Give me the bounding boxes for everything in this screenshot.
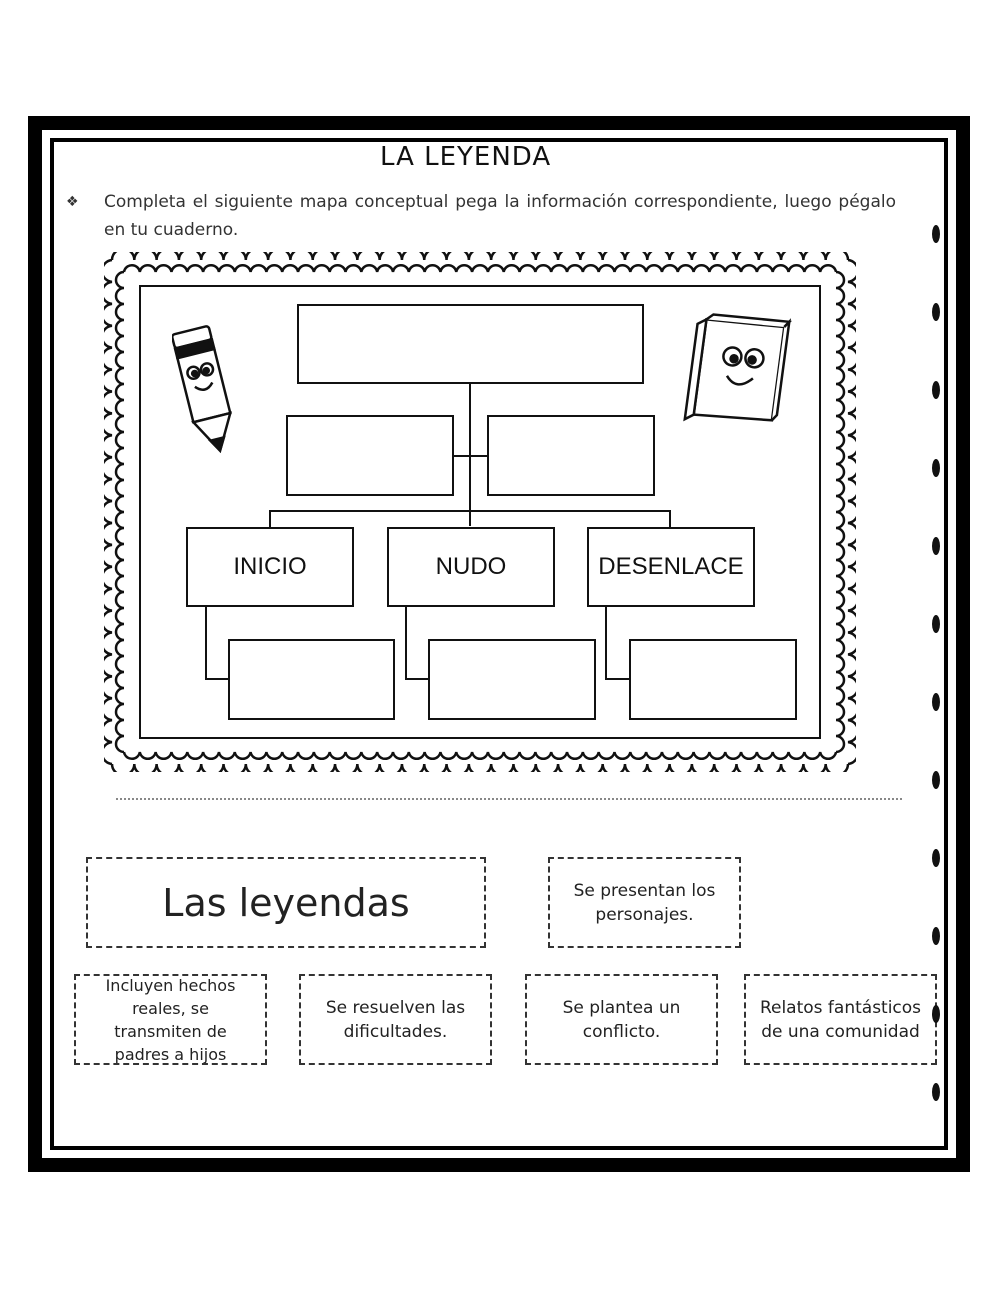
map-box-inicio: INICIO (186, 527, 354, 607)
connector-left-drop (269, 510, 271, 528)
binding-mark (932, 771, 940, 789)
map-box-middle-left[interactable] (286, 415, 454, 496)
map-box-desenlace-answer[interactable] (629, 639, 797, 720)
connector-inicio-sub-h (205, 678, 230, 680)
scalloped-frame (104, 252, 856, 772)
binding-mark (932, 225, 940, 243)
connector-nudo-sub (405, 606, 407, 680)
map-box-inicio-answer[interactable] (228, 639, 395, 720)
card-incluyen-hechos-reales[interactable]: Incluyen hechos reales, se transmiten de… (74, 974, 267, 1065)
binding-mark (932, 381, 940, 399)
book-character-icon (683, 313, 792, 422)
binding-mark (932, 303, 940, 321)
binding-mark (932, 537, 940, 555)
instructions: ❖ Completa el siguiente mapa conceptual … (66, 188, 896, 244)
connector-branch (269, 510, 671, 512)
card-se-plantea-conflicto[interactable]: Se plantea un conflicto. (525, 974, 718, 1065)
card-relatos-fantasticos[interactable]: Relatos fantásticos de una comunidad (744, 974, 937, 1065)
binding-mark (932, 927, 940, 945)
diamond-bullet-icon: ❖ (66, 194, 79, 210)
connector-inicio-sub (205, 606, 207, 680)
map-box-nudo: NUDO (387, 527, 555, 607)
card-se-resuelven-dificultades[interactable]: Se resuelven las dificultades. (299, 974, 492, 1065)
binding-mark (932, 849, 940, 867)
inner-border (50, 138, 948, 1150)
connector-middle (453, 455, 488, 457)
connector-right-drop (669, 510, 671, 528)
connector-desenlace-sub (605, 606, 607, 680)
connector-trunk (469, 383, 471, 526)
cut-line (116, 798, 902, 800)
binding-mark (932, 1083, 940, 1101)
map-box-middle-right[interactable] (487, 415, 655, 496)
binding-mark (932, 1005, 940, 1023)
binding-mark (932, 615, 940, 633)
map-box-top[interactable] (297, 304, 644, 384)
binding-marks (932, 225, 940, 1101)
card-las-leyendas[interactable]: Las leyendas (86, 857, 486, 948)
pencil-character-icon (172, 325, 233, 454)
card-se-presentan-personajes[interactable]: Se presentan los personajes. (548, 857, 741, 948)
worksheet-title: LA LEYENDA (380, 142, 552, 172)
outer-border (28, 116, 970, 1172)
instruction-text: Completa el siguiente mapa conceptual pe… (104, 192, 896, 240)
binding-mark (932, 693, 940, 711)
connector-desenlace-sub-h (605, 678, 631, 680)
map-box-nudo-answer[interactable] (428, 639, 596, 720)
connector-nudo-sub-h (405, 678, 430, 680)
binding-mark (932, 459, 940, 477)
map-box-desenlace: DESENLACE (587, 527, 755, 607)
